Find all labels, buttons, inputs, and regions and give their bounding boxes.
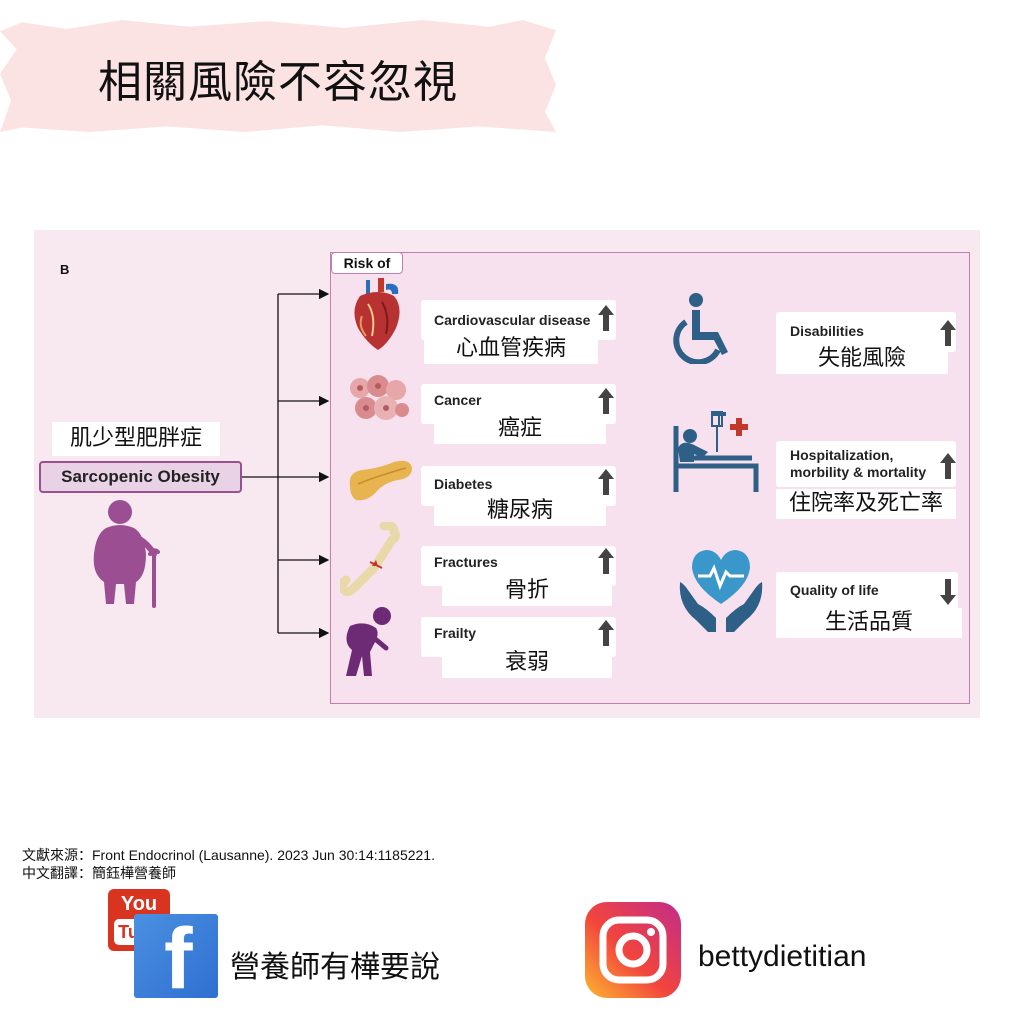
risk-card-cardiovascular bbox=[421, 300, 616, 340]
risk-zh-cardiovascular: 心血管疾病 bbox=[424, 334, 598, 364]
risk-label-fractures: Fractures bbox=[434, 554, 498, 570]
trend-up-arrow-fractures bbox=[598, 548, 614, 574]
trend-up-arrow-disabilities bbox=[940, 320, 956, 346]
risk-card-quality-of-life bbox=[776, 572, 958, 612]
title-banner bbox=[0, 20, 556, 132]
risk-card-hospitalization bbox=[776, 441, 956, 487]
heart-hands-icon bbox=[679, 550, 763, 632]
source-credits: 文獻來源：Front Endocrinol (Lausanne). 2023 J… bbox=[22, 846, 435, 882]
instagram-icon[interactable] bbox=[585, 902, 681, 998]
trend-up-arrow-frailty bbox=[598, 620, 614, 646]
trend-down-arrow-quality-of-life bbox=[940, 579, 956, 605]
heart-icon bbox=[354, 278, 400, 350]
cancer-cells-icon bbox=[350, 375, 409, 420]
frail-person-icon bbox=[346, 607, 391, 676]
youtube-icon-text-top: You bbox=[120, 893, 158, 915]
translator-text: 中文翻譯：簡鈺樺營養師 bbox=[22, 865, 176, 881]
risk-label-cancer: Cancer bbox=[434, 392, 482, 408]
sarcopenic-obesity-zh-label: 肌少型肥胖症 bbox=[52, 422, 220, 456]
page-title: 相關風險不容忽視 bbox=[98, 57, 458, 108]
risk-label-hospitalization-line2: morbility & mortality bbox=[790, 464, 927, 480]
risk-zh-frailty: 衰弱 bbox=[442, 648, 612, 678]
risk-zh-hospitalization: 住院率及死亡率 bbox=[776, 489, 956, 519]
risk-label-cardiovascular: Cardiovascular disease bbox=[434, 312, 591, 328]
elderly-person-icon bbox=[93, 500, 160, 608]
wheelchair-icon bbox=[673, 293, 728, 364]
facebook-icon[interactable]: f bbox=[134, 914, 218, 1002]
connector-arrows bbox=[242, 288, 330, 639]
trend-up-arrow-diabetes bbox=[598, 469, 614, 495]
instagram-handle: bettydietitian bbox=[698, 940, 867, 973]
sarcopenic-obesity-box: Sarcopenic Obesity bbox=[39, 461, 242, 493]
panel-letter: B bbox=[60, 262, 70, 277]
risk-label-frailty: Frailty bbox=[434, 625, 477, 641]
trend-up-arrow-cancer bbox=[598, 388, 614, 414]
risk-zh-disabilities: 失能風險 bbox=[776, 344, 948, 374]
reference-text: 文獻來源：Front Endocrinol (Lausanne). 2023 J… bbox=[22, 847, 435, 863]
pancreas-icon bbox=[349, 460, 412, 501]
facebook-icon-letter: f bbox=[164, 911, 193, 1007]
risk-zh-diabetes: 糖尿病 bbox=[434, 496, 606, 526]
hospital-bed-icon bbox=[673, 411, 759, 492]
risk-zh-quality-of-life: 生活品質 bbox=[776, 608, 962, 638]
risk-label-disabilities: Disabilities bbox=[790, 323, 864, 339]
risk-label-quality-of-life: Quality of life bbox=[790, 582, 879, 598]
trend-up-arrow-cardiovascular bbox=[598, 305, 614, 331]
risk-zh-fractures: 骨折 bbox=[442, 576, 612, 606]
risk-of-tag: Risk of bbox=[331, 252, 403, 274]
brand-name: 營養師有樺要說 bbox=[230, 950, 440, 985]
risk-label-hospitalization-line1: Hospitalization, bbox=[790, 447, 894, 463]
risk-zh-cancer: 癌症 bbox=[434, 414, 606, 444]
fractured-bone-icon bbox=[340, 522, 400, 597]
trend-up-arrow-hospitalization bbox=[940, 453, 956, 479]
risk-label-diabetes: Diabetes bbox=[434, 476, 493, 492]
